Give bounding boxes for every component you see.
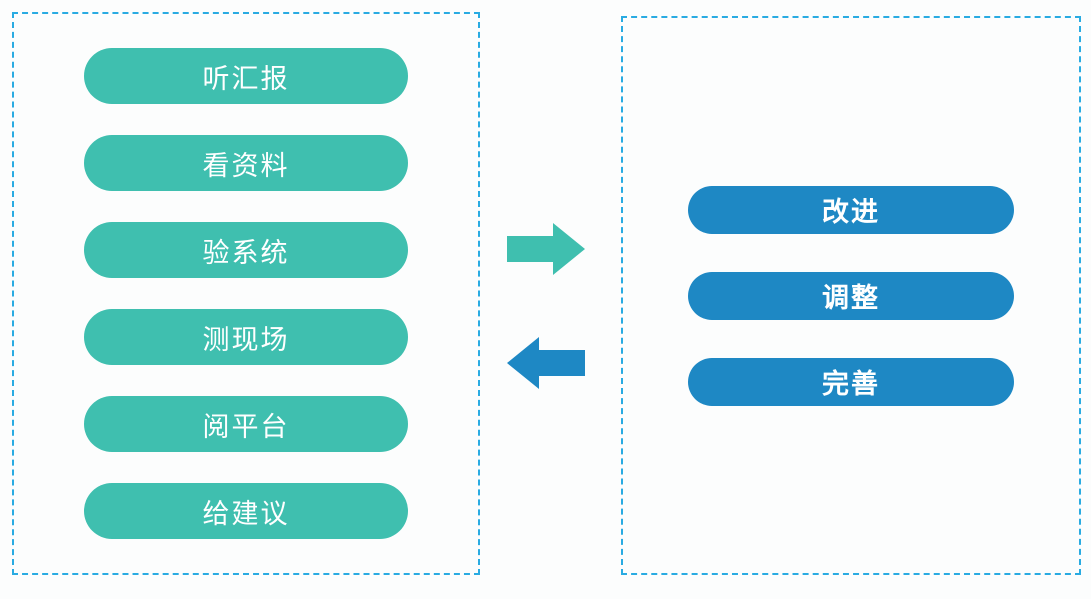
node-view-materials: 看资料 (84, 135, 408, 191)
node-test-site: 测现场 (84, 309, 408, 365)
node-verify-system: 验系统 (84, 222, 408, 278)
node-perfect: 完善 (688, 357, 1014, 406)
node-label: 改进 (822, 197, 880, 228)
node-label: 看资料 (202, 150, 290, 182)
arrow-right-icon (507, 222, 585, 275)
node-label: 完善 (822, 369, 880, 400)
arrows-column (505, 0, 587, 599)
node-adjust: 调整 (688, 271, 1014, 320)
node-listen-report: 听汇报 (84, 48, 408, 104)
arrow-left-icon (507, 336, 585, 389)
node-label: 调整 (822, 283, 880, 314)
right-panel: 改进 调整 完善 (621, 16, 1081, 575)
left-panel: 听汇报 看资料 验系统 测现场 阅平台 给建议 (12, 12, 480, 575)
node-review-platform: 阅平台 (84, 396, 408, 452)
node-label: 阅平台 (202, 411, 290, 443)
node-label: 测现场 (202, 324, 290, 356)
node-label: 验系统 (202, 237, 290, 269)
node-give-suggestions: 给建议 (84, 483, 408, 539)
node-improve: 改进 (688, 185, 1014, 234)
node-label: 听汇报 (202, 63, 290, 95)
node-label: 给建议 (202, 498, 290, 530)
